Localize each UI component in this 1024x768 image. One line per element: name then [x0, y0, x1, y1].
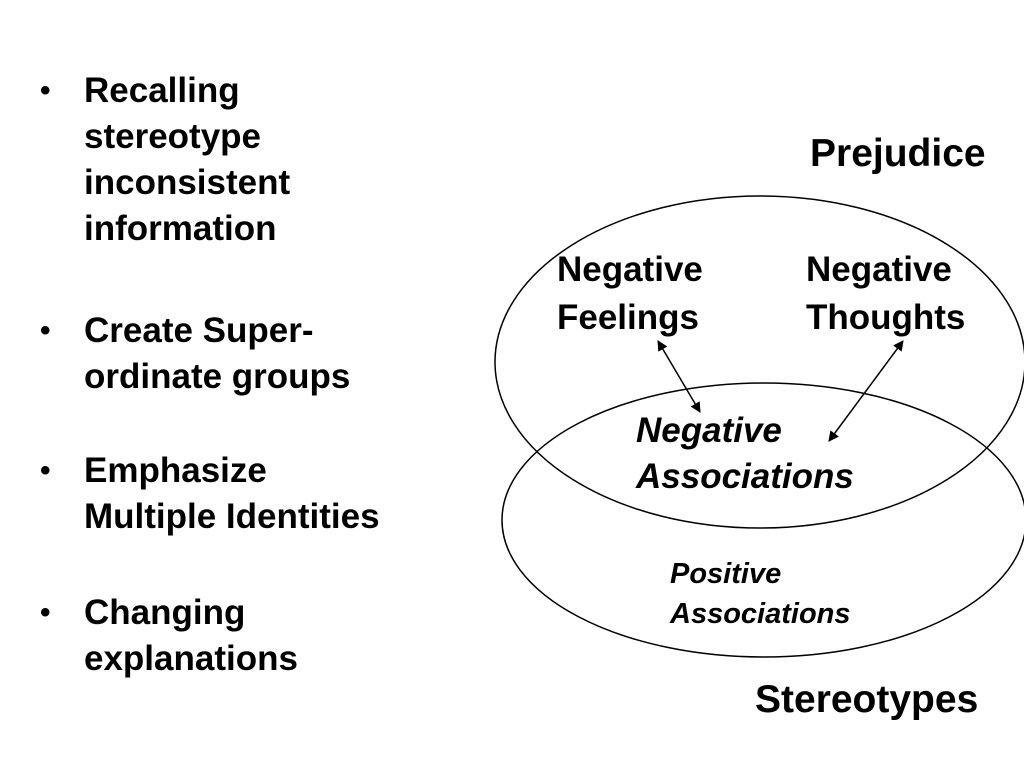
bullet-icon: •	[40, 314, 51, 347]
feelings-association-arrow	[657, 340, 701, 413]
bullet-item-identities: • Emphasize Multiple Identities	[40, 448, 460, 540]
bullet-icon: •	[40, 596, 51, 629]
bullet-item-superordinate: • Create Super- ordinate groups	[40, 308, 460, 400]
bullet-text: Emphasize Multiple Identities	[84, 451, 380, 536]
bullet-icon: •	[40, 74, 51, 107]
bullet-text: Recalling stereotype inconsistent inform…	[84, 71, 291, 248]
positive-associations-label: Positive Associations	[670, 558, 851, 630]
bullet-text: Create Super- ordinate groups	[84, 311, 351, 396]
stereotypes-circle	[501, 382, 1024, 658]
negative-feelings-label: Negative Feelings	[557, 250, 703, 337]
bullet-item-recalling: • Recalling stereotype inconsistent info…	[40, 68, 460, 252]
bullet-item-explanations: • Changing explanations	[40, 590, 460, 682]
prejudice-title: Prejudice	[810, 132, 986, 175]
stereotypes-title: Stereotypes	[755, 678, 979, 721]
bullet-list: • Recalling stereotype inconsistent info…	[40, 68, 460, 732]
bullet-text: Changing explanations	[84, 593, 298, 678]
thoughts-association-arrow	[828, 340, 904, 442]
prejudice-circle	[494, 195, 1024, 529]
negative-thoughts-label: Negative Thoughts	[806, 250, 966, 337]
negative-associations-label: Negative Associations	[636, 411, 854, 496]
bullet-icon: •	[40, 454, 51, 487]
